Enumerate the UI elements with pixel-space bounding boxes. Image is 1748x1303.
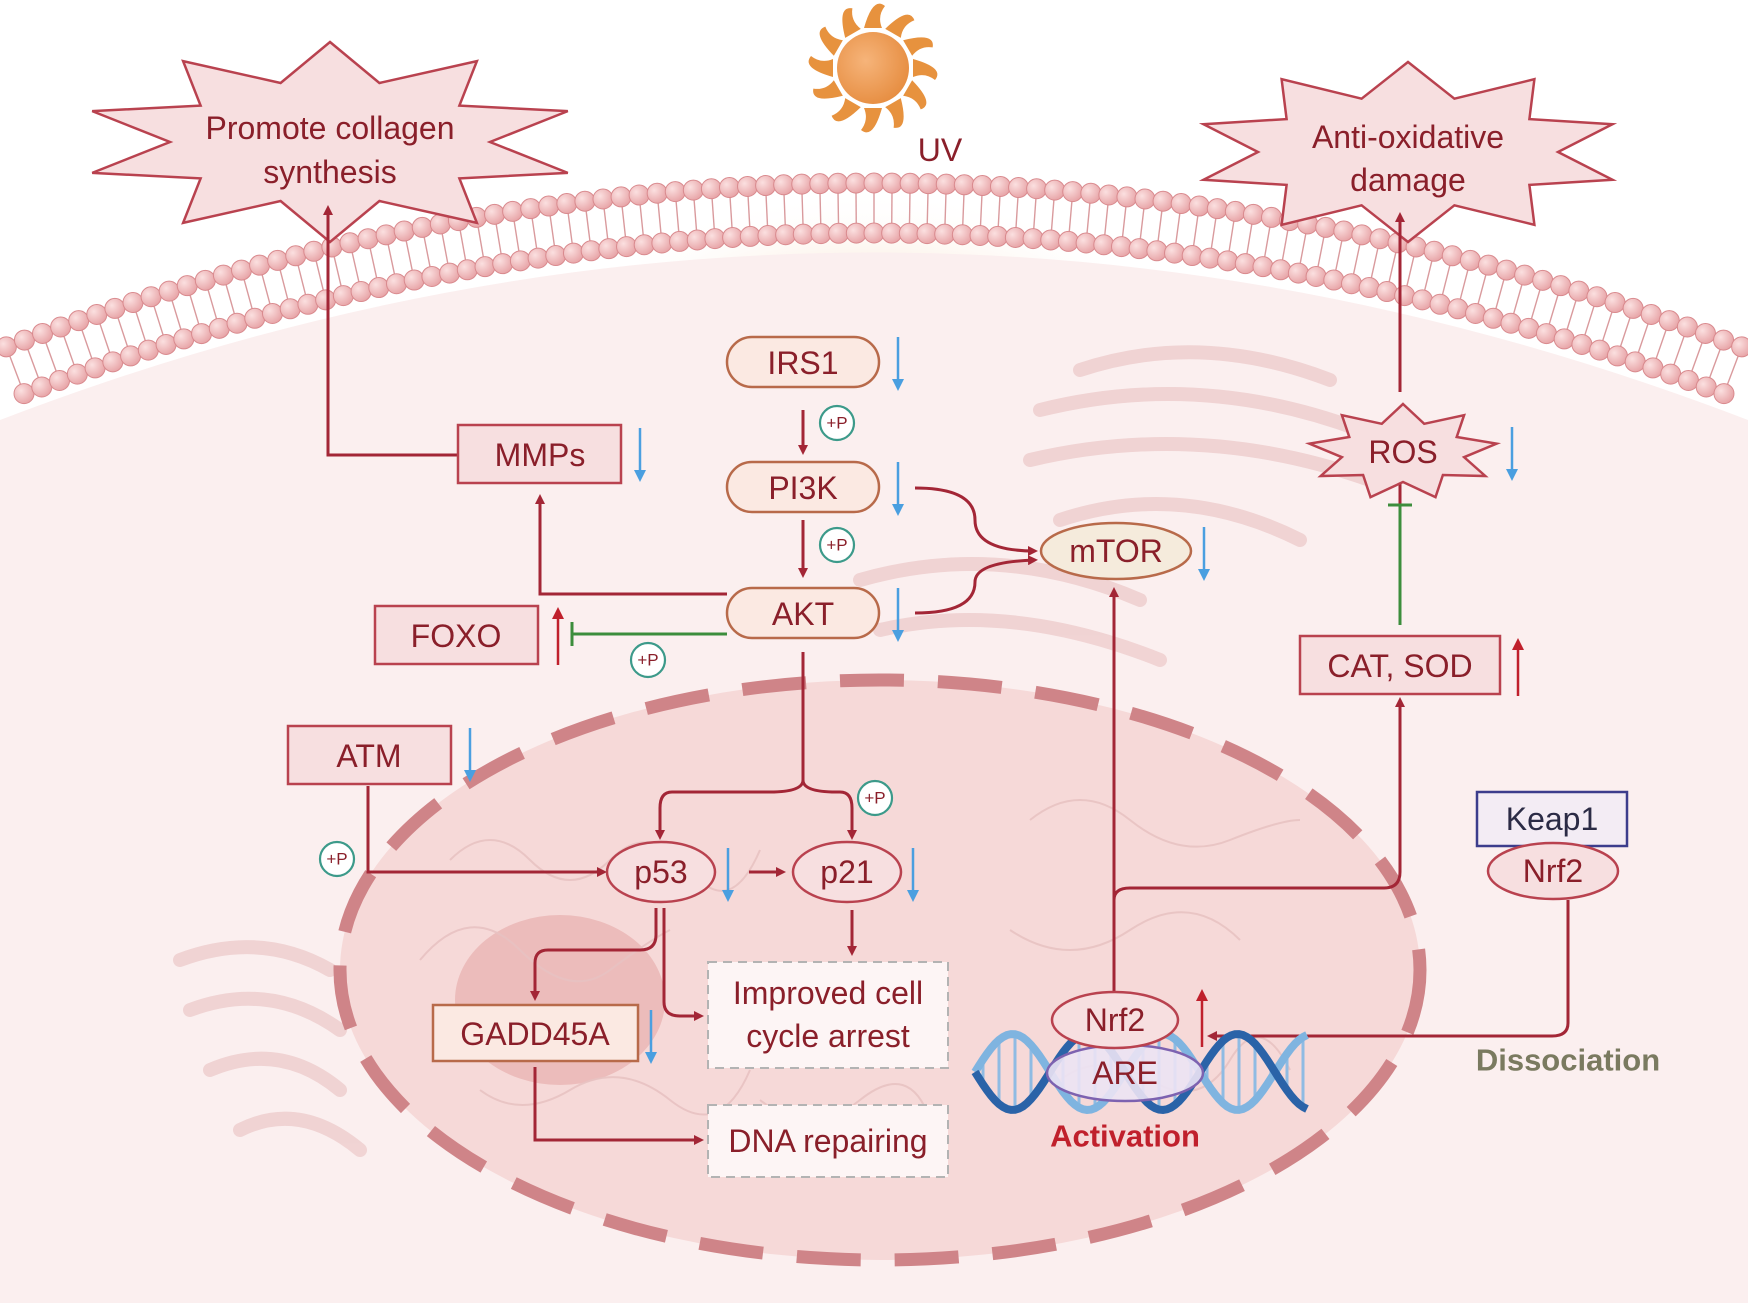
svg-text:+P: +P (637, 651, 658, 670)
antioxidative-label-line2: damage (1350, 162, 1466, 198)
svg-text:+P: +P (826, 414, 847, 433)
svg-text:Keap1: Keap1 (1506, 801, 1599, 837)
sun-icon (808, 3, 938, 133)
edge-pi3k-mtor (914, 486, 1038, 556)
svg-text:AKT: AKT (772, 596, 834, 632)
phosphorylation-badges: +P +P +P +P +P (318, 404, 894, 878)
svg-text:mTOR: mTOR (1069, 533, 1163, 569)
cell-membrane (0, 172, 1748, 405)
svg-text:Nrf2: Nrf2 (1523, 853, 1583, 889)
svg-text:+P: +P (326, 850, 347, 869)
svg-text:ATM: ATM (336, 738, 401, 774)
node-are: ARE (1045, 1043, 1205, 1103)
p-badge-pi3k-akt: +P (818, 526, 856, 564)
edge-keap1-dissociation (1207, 900, 1570, 1041)
node-mmps: MMPs (456, 423, 623, 485)
edge-akt-mmps (535, 494, 727, 596)
svg-text:DNA repairing: DNA repairing (728, 1123, 927, 1159)
p-badge-atm-p53: +P (318, 840, 356, 878)
endoplasmic-reticulum (173, 345, 1377, 1157)
edge-gadd45a-dnarepair (533, 1067, 704, 1145)
node-dna-repairing: DNA repairing (707, 1104, 949, 1178)
edge-atm-p53 (366, 786, 607, 877)
edge-nrf2-catsod (1112, 697, 1405, 901)
node-mtor: mTOR (1039, 521, 1193, 581)
svg-text:+P: +P (864, 789, 885, 808)
dissociation-label: Dissociation (1476, 1043, 1660, 1078)
node-irs1: IRS1 (725, 335, 881, 389)
edge-p53-gadd45a (530, 908, 658, 1001)
node-foxo: FOXO (373, 604, 540, 666)
svg-text:+P: +P (826, 536, 847, 555)
antioxidative-label-line1: Anti-oxidative (1312, 119, 1504, 155)
svg-text:IRS1: IRS1 (767, 345, 838, 381)
edge-mmps-collagen (323, 205, 458, 457)
node-nrf2-nuclear: Nrf2 (1050, 990, 1180, 1050)
edge-akt-mtor (914, 555, 1038, 615)
activation-label: Activation (1050, 1119, 1200, 1154)
antioxidative-starburst (1198, 60, 1618, 244)
pathway-edges (323, 205, 1570, 1145)
node-p21: p21 (791, 840, 903, 904)
svg-text:p53: p53 (634, 854, 687, 890)
node-atm: ATM (286, 724, 453, 786)
svg-text:FOXO: FOXO (411, 618, 502, 654)
collagen-starburst (91, 40, 569, 244)
node-gadd45a: GADD45A (431, 1003, 640, 1063)
svg-text:CAT, SOD: CAT, SOD (1327, 648, 1472, 684)
node-keap1-nrf2-complex: Keap1 Nrf2 (1475, 790, 1629, 901)
node-akt: AKT (725, 586, 881, 640)
edge-akt-p53 (655, 779, 805, 840)
node-ros: ROS (1304, 402, 1502, 499)
node-p53: p53 (605, 840, 717, 904)
regulation-indicators (464, 337, 1524, 1064)
collagen-label-line1: Promote collagen (205, 110, 454, 146)
svg-text:MMPs: MMPs (495, 437, 586, 473)
p-badge-akt-foxo: +P (629, 641, 667, 679)
collagen-label-line2: synthesis (263, 154, 396, 190)
svg-text:ROS: ROS (1368, 434, 1437, 470)
p-badge-akt-p21: +P (856, 779, 894, 817)
uv-label: UV (918, 132, 963, 168)
node-pi3k: PI3K (725, 460, 881, 514)
svg-text:p21: p21 (820, 854, 873, 890)
svg-text:PI3K: PI3K (768, 470, 837, 506)
svg-text:ARE: ARE (1092, 1055, 1158, 1091)
svg-text:cycle arrest: cycle arrest (746, 1018, 910, 1054)
edge-akt-p21 (801, 779, 857, 840)
svg-text:Nrf2: Nrf2 (1085, 1002, 1145, 1038)
svg-text:GADD45A: GADD45A (460, 1016, 610, 1052)
node-cell-cycle-arrest: Improved cell cycle arrest (707, 961, 949, 1069)
svg-text:Improved cell: Improved cell (733, 975, 923, 1011)
node-cat-sod: CAT, SOD (1298, 634, 1502, 696)
edge-p53-cellcycle (662, 908, 704, 1021)
p-badge-irs1-pi3k: +P (818, 404, 856, 442)
